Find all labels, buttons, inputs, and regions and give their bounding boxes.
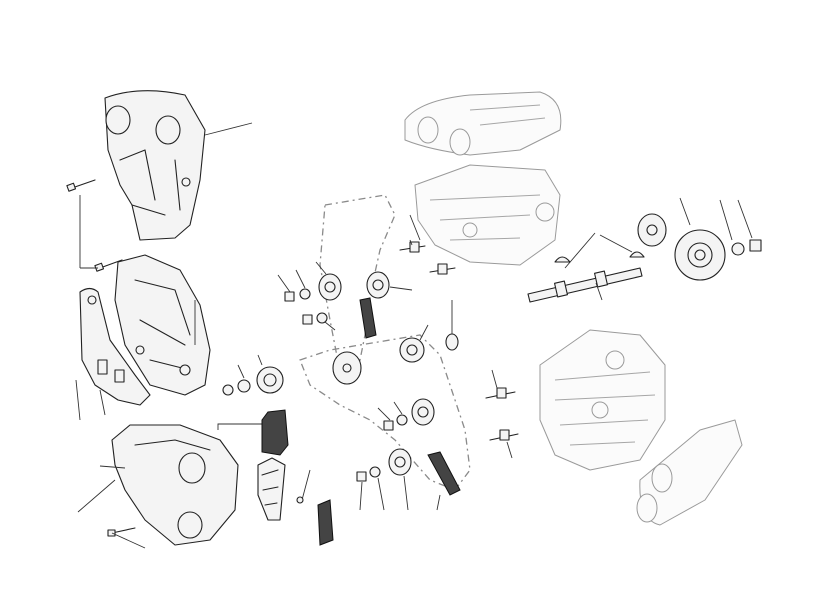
tensioner-stud: [489, 429, 519, 441]
idler-pulley: [366, 271, 390, 299]
leader-line: [111, 532, 146, 549]
leader-line: [377, 401, 403, 421]
drive-pulley: [256, 366, 284, 394]
leader-line: [599, 234, 633, 253]
camshaft-gear: [637, 213, 667, 247]
washer: [396, 414, 408, 426]
tensioner-stud: [485, 387, 516, 399]
leader-line: [204, 122, 253, 136]
camshaft-cover-ghost-top: [404, 91, 562, 156]
leader-line: [419, 300, 453, 341]
camshaft-pulley: [399, 337, 425, 363]
nut: [302, 314, 313, 325]
leader-line: [679, 197, 753, 241]
woodruff-key: [554, 256, 571, 263]
belt-washer-large: [332, 351, 362, 385]
cover-bolt: [94, 259, 123, 272]
washer: [369, 466, 381, 478]
leader-line: [301, 469, 311, 501]
drive-gear: [674, 229, 726, 281]
cylinder-head-ghost-lower: [539, 329, 666, 471]
washer: [731, 242, 745, 256]
leader-line: [277, 261, 327, 293]
leader-line: [324, 321, 336, 331]
upper-timing-belt-path: [319, 194, 396, 381]
spacer: [445, 333, 459, 351]
cover-bolt: [107, 527, 136, 537]
leader-line: [491, 369, 513, 459]
leader-line: [409, 214, 421, 246]
timing-belt-segment: [317, 499, 334, 546]
timing-belt-segment: [359, 297, 377, 339]
washer: [222, 384, 234, 396]
cylinder-head-ghost-upper: [414, 164, 561, 266]
woodruff-key: [629, 251, 645, 258]
idler-pulley: [388, 448, 412, 476]
idler-pulley: [318, 273, 342, 301]
washer: [299, 288, 311, 300]
washer: [237, 379, 251, 393]
leader-line: [79, 195, 98, 269]
upper-belt-cover: [104, 90, 206, 241]
leader-line: [77, 465, 126, 513]
camshaft: [527, 267, 643, 303]
idler-pulley: [411, 398, 435, 426]
leader-line: [237, 354, 263, 379]
camshaft-cover-ghost-bottom: [636, 419, 743, 526]
tensioner-stud: [429, 263, 456, 275]
leader-line: [359, 475, 441, 511]
belt-tensioner-plate: [257, 457, 286, 521]
washer: [316, 312, 328, 324]
timing-belt-segment: [427, 451, 461, 496]
leader-line: [75, 379, 106, 421]
nut: [284, 291, 295, 302]
leader-line: [389, 286, 413, 291]
nut: [749, 239, 762, 252]
nut: [356, 471, 367, 482]
cover-bolt: [66, 179, 96, 192]
tensioner-stud: [399, 241, 426, 253]
timing-belt-segment: [261, 409, 289, 456]
nut: [383, 420, 394, 431]
lower-belt-cover: [111, 424, 239, 546]
inner-belt-cover: [114, 254, 211, 396]
belt-bolt: [296, 496, 304, 504]
support-bracket: [79, 287, 151, 406]
